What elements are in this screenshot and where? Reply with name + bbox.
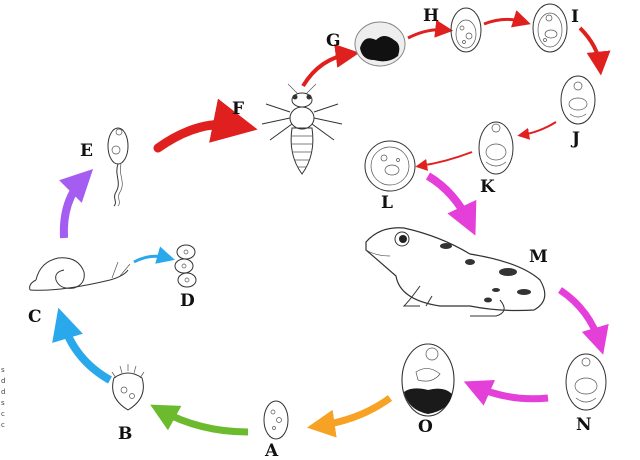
label-o: O bbox=[418, 417, 433, 437]
stage-o-capsule bbox=[401, 343, 455, 417]
label-k: K bbox=[480, 177, 496, 197]
label-j: J bbox=[570, 129, 580, 149]
label-n: N bbox=[576, 415, 592, 435]
stage-a-egg bbox=[263, 400, 289, 440]
edge-mark-2: d bbox=[1, 377, 5, 385]
edge-mark-4: s bbox=[1, 399, 5, 407]
label-f: F bbox=[232, 99, 244, 119]
stage-d-capsules bbox=[174, 244, 197, 288]
label-g: G bbox=[326, 31, 341, 51]
arrow-b-to-c bbox=[52, 307, 113, 384]
label-a: A bbox=[264, 441, 279, 460]
arrow-j-to-k bbox=[517, 121, 557, 140]
stage-i-capsule bbox=[532, 3, 568, 53]
label-b: B bbox=[118, 424, 132, 444]
label-i: I bbox=[571, 7, 579, 27]
label-e: E bbox=[80, 141, 93, 161]
stage-labels: A B C D E F G H I J K L M N O bbox=[28, 6, 592, 460]
edge-mark-3: d bbox=[1, 388, 5, 396]
arrow-h-to-i bbox=[483, 10, 531, 28]
arrow-k-to-l bbox=[415, 151, 473, 171]
arrow-e-to-f bbox=[153, 98, 258, 153]
arrow-l-to-m bbox=[425, 172, 477, 236]
arrow-m-to-n bbox=[558, 287, 609, 355]
arrow-n-to-o bbox=[463, 380, 549, 406]
stage-e-larva bbox=[107, 127, 129, 207]
stage-n-capsule bbox=[565, 353, 607, 411]
label-c: C bbox=[28, 307, 42, 327]
edge-mark-1: s bbox=[1, 366, 5, 374]
arrow-c-to-d bbox=[133, 246, 175, 264]
label-d: D bbox=[180, 291, 195, 311]
arrow-a-to-b bbox=[150, 404, 249, 436]
arrow-f-to-g bbox=[301, 44, 360, 88]
stage-m-frog bbox=[365, 227, 546, 317]
stage-k-capsule bbox=[478, 121, 514, 175]
arrow-i-to-j bbox=[578, 26, 611, 76]
edge-mark-5: c bbox=[1, 410, 5, 418]
stage-b-larva bbox=[111, 364, 145, 411]
label-l: L bbox=[381, 193, 393, 213]
stage-c-snail bbox=[29, 257, 131, 291]
stage-f-insect-nymph bbox=[261, 83, 343, 175]
arrows bbox=[52, 10, 611, 438]
arrow-o-to-a bbox=[306, 395, 393, 438]
clipped-edge-text: s d d s c c bbox=[1, 366, 5, 429]
arrow-c-to-e bbox=[59, 168, 94, 239]
stage-l-cyst bbox=[364, 140, 416, 192]
arrow-g-to-h bbox=[407, 19, 454, 40]
stage-j-capsule bbox=[560, 75, 596, 125]
edge-mark-6: c bbox=[1, 421, 5, 429]
stage-h-capsule bbox=[450, 7, 482, 53]
stage-g-cyst bbox=[354, 21, 406, 67]
label-h: H bbox=[423, 6, 439, 26]
label-m: M bbox=[529, 247, 548, 267]
